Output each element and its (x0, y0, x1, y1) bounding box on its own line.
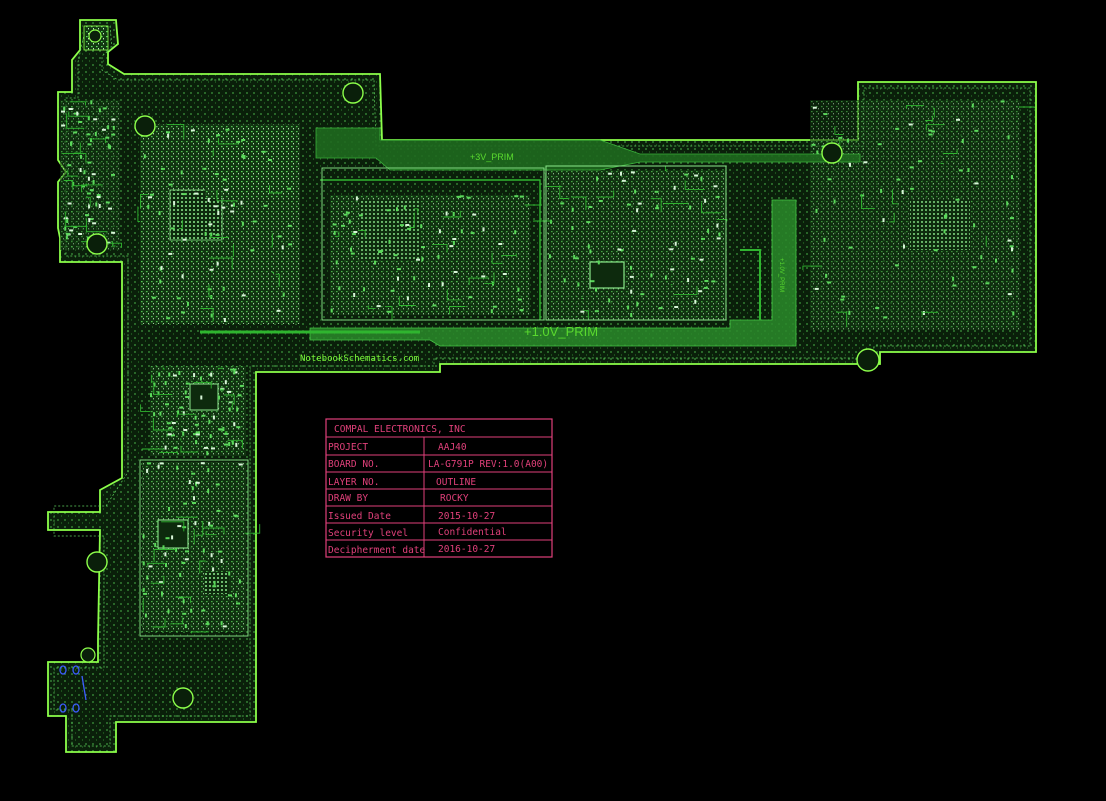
title-row-value: AAJ40 (438, 442, 467, 453)
mount-hole (88, 29, 102, 43)
mount-hole (86, 233, 108, 255)
mount-hole (856, 348, 880, 372)
title-block: COMPAL ELECTRONICS, INC PROJECT AAJ40 BO… (325, 418, 553, 558)
title-row-label: DRAW BY (328, 493, 368, 504)
mount-hole (342, 82, 364, 104)
title-row-value: LA-G791P REV:1.0(A00) (428, 459, 548, 470)
lower-outline (139, 459, 249, 637)
memory-area (205, 128, 295, 198)
title-row-label: Decipherment date (328, 545, 426, 556)
board-keepout (53, 25, 1031, 747)
pch-block (548, 170, 726, 320)
right-bga (910, 200, 970, 250)
mount-hole (80, 647, 96, 663)
lower-chip-1 (189, 383, 219, 411)
net-label-1v: +1.0V_PRIM (524, 324, 598, 339)
title-row-label: LAYER NO. (328, 477, 379, 488)
mount-hole (172, 687, 194, 709)
title-row-label: BOARD NO. (328, 459, 379, 470)
net-label-3v: +3V_PRIM (470, 152, 514, 162)
lower-chip-3 (205, 572, 229, 594)
title-row-label: Issued Date (328, 511, 391, 522)
title-row-value: OUTLINE (436, 477, 476, 488)
watermark-text: NotebookSchematics.com (300, 354, 419, 364)
blue-connector-pads (59, 665, 87, 713)
title-row-value: 2016-10-27 (438, 544, 495, 555)
pch-chip (589, 261, 625, 289)
rail-trace-2 (320, 179, 541, 320)
title-row-value: 2015-10-27 (438, 511, 495, 522)
mount-hole (134, 115, 156, 137)
mount-hole (821, 142, 843, 164)
mid-outline (321, 167, 545, 321)
title-row-label: Security level (328, 528, 408, 539)
lower-chip-2 (157, 519, 189, 549)
title-row-value: ROCKY (440, 493, 469, 504)
mount-hole (86, 551, 108, 573)
title-row-value: Confidential (438, 527, 507, 538)
component-pads (61, 100, 1035, 634)
left-io-block (60, 100, 120, 250)
net-label-1v-vertical: +1.0V_PRIM (778, 258, 784, 292)
lower-block-1 (150, 366, 246, 456)
rail-3v-pour (315, 127, 861, 171)
rail-trace-3 (740, 249, 761, 320)
title-company: COMPAL ELECTRONICS, INC (334, 424, 466, 435)
title-row-label: PROJECT (328, 442, 368, 453)
pch-outline (545, 165, 727, 321)
grid-block (360, 200, 420, 260)
cpu-bga (169, 189, 223, 241)
